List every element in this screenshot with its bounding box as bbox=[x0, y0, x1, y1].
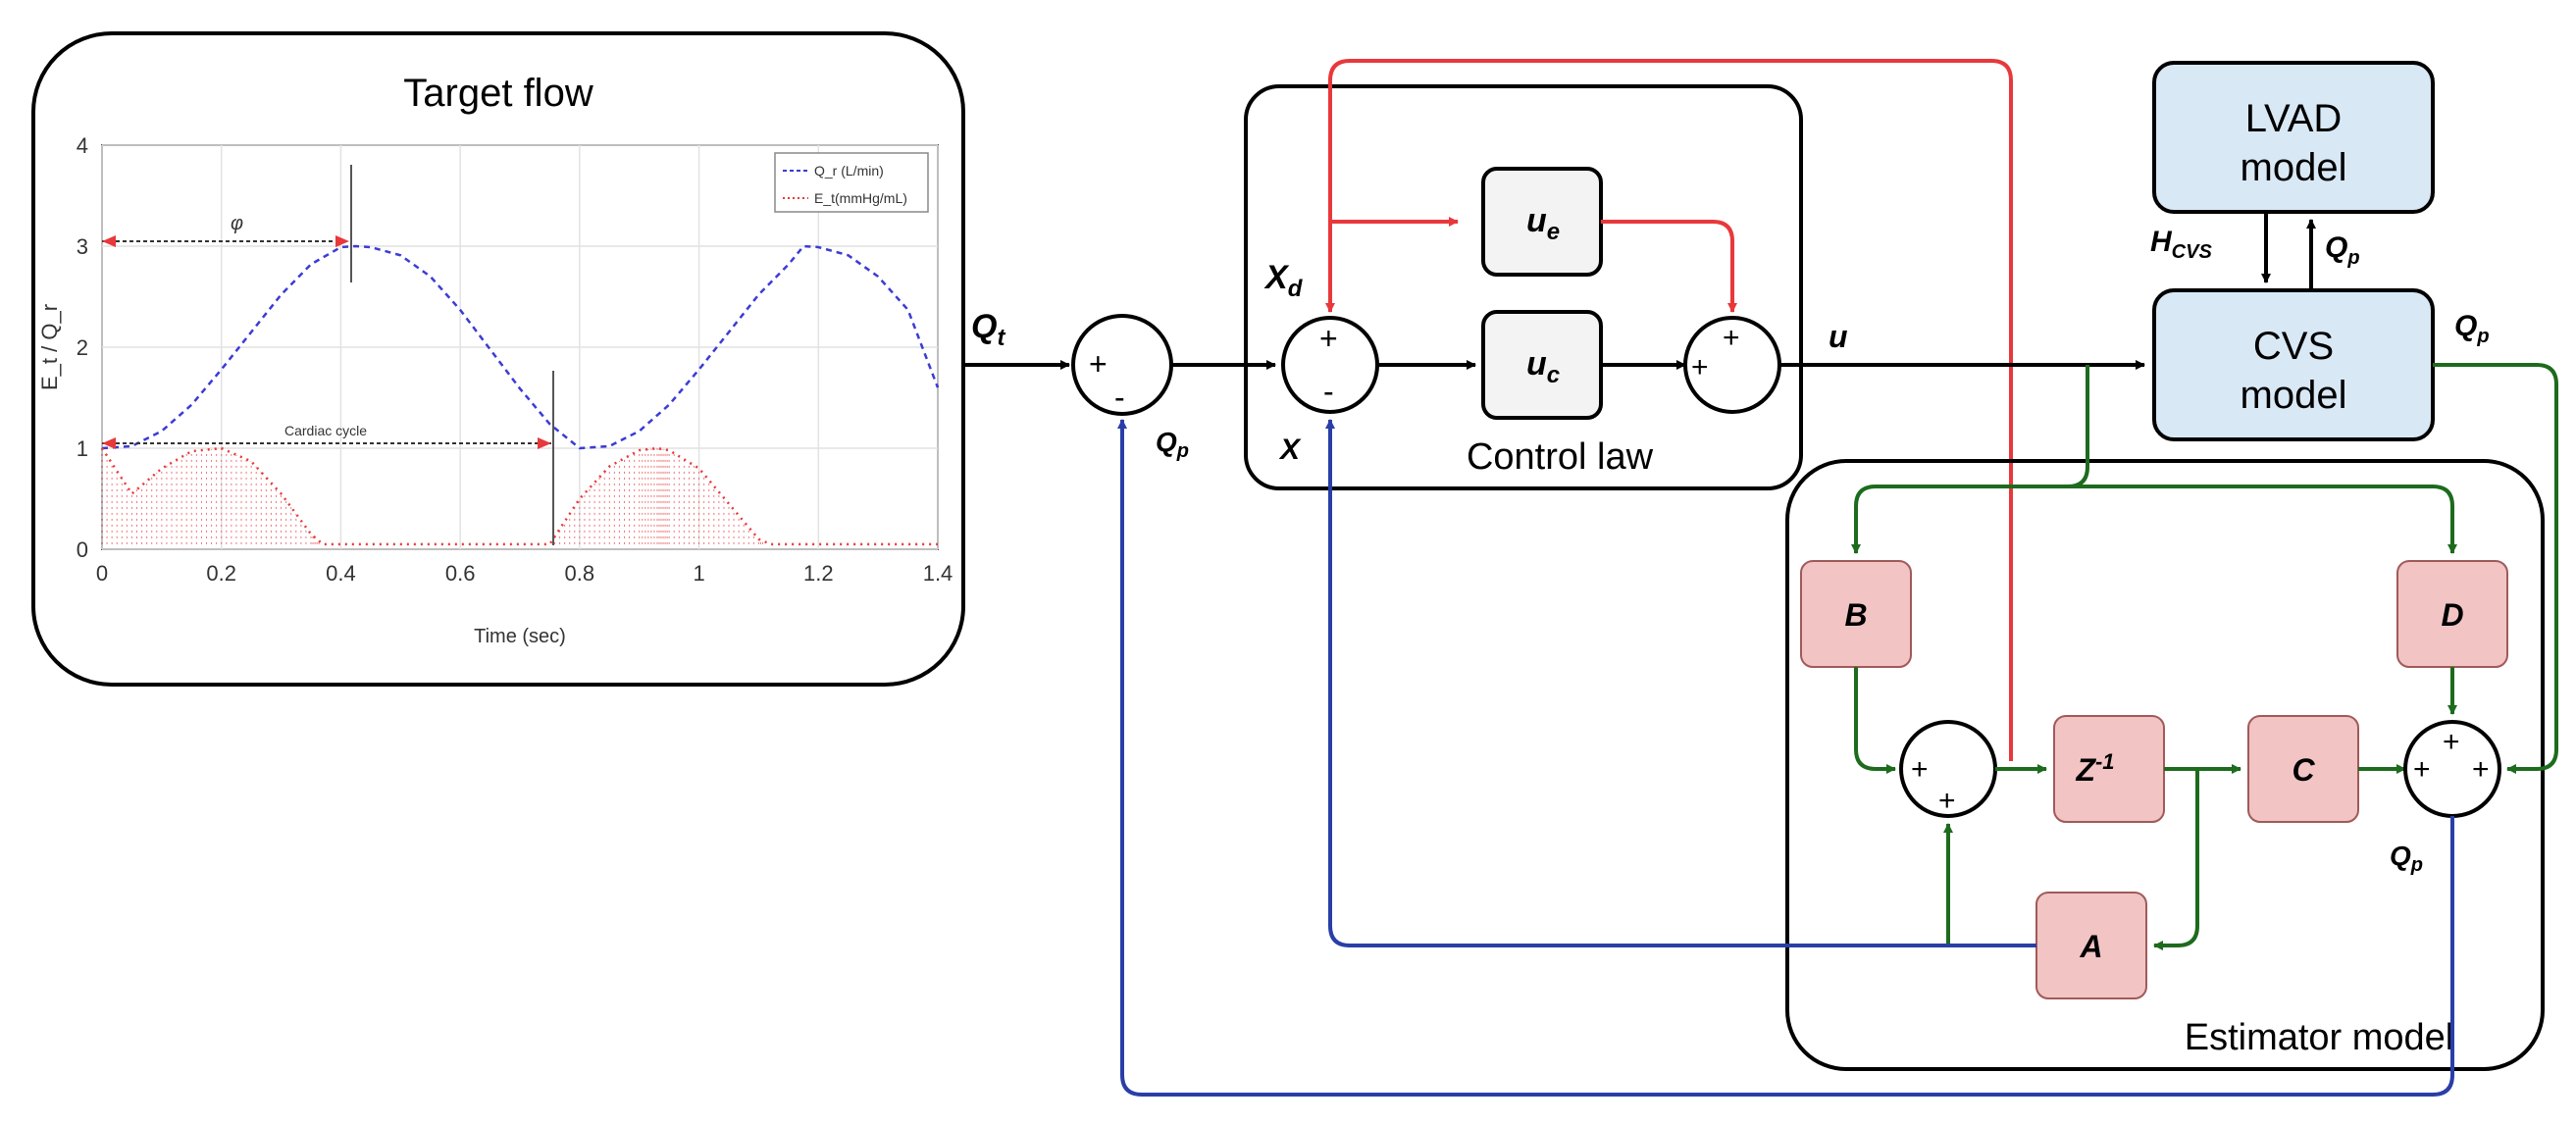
estimator-group: Estimator model B D + + Z-1 C + + + Qp bbox=[1785, 365, 2545, 1071]
x-tick-label: 1.2 bbox=[803, 561, 834, 586]
x-tick-label: 0.2 bbox=[206, 561, 236, 586]
sum5-plus-left: + bbox=[2413, 753, 2431, 786]
sum1-qp-label: Qp bbox=[1156, 427, 1189, 462]
block-a: A bbox=[2079, 929, 2102, 964]
lvad-label-line2: model bbox=[2241, 146, 2347, 189]
sum-junction-1: + - Qp bbox=[1071, 314, 1189, 462]
x-tick-label: 1.4 bbox=[923, 561, 953, 586]
x-feedback-path bbox=[1325, 419, 2036, 947]
lvad-block: LVAD model bbox=[2152, 61, 2435, 214]
estimator-label: Estimator model bbox=[2185, 1017, 2454, 1058]
qt-input-path: Qt bbox=[963, 308, 1070, 370]
x-tick-label: 0.6 bbox=[445, 561, 476, 586]
sum5-plus-top: + bbox=[2443, 726, 2460, 758]
sum4-plus-left: + bbox=[1911, 753, 1929, 786]
sum4-plus-bottom: + bbox=[1938, 785, 1956, 817]
cvs-qp-path bbox=[2433, 363, 2558, 774]
block-ue: ue bbox=[1526, 202, 1560, 245]
x-tick-label: 0.4 bbox=[326, 561, 356, 586]
target-flow-title: Target flow bbox=[403, 72, 593, 115]
plot-series bbox=[100, 244, 940, 546]
sum3-plus-top: + bbox=[1723, 322, 1740, 354]
control-law-group: Control law + - Xd X ue uc + + bbox=[1244, 84, 1803, 490]
phi-annotation: φ bbox=[102, 165, 352, 282]
sum2-minus: - bbox=[1323, 374, 1334, 409]
block-uc: uc bbox=[1526, 345, 1560, 388]
plot-ylabel: E_t / Q_r bbox=[37, 304, 62, 390]
flow-plot: 0 1 2 3 4 0 0.2 0.4 0.6 0.8 1 1.2 1.4 φ Cardiac cycl… bbox=[37, 133, 953, 647]
block-b: B bbox=[1844, 597, 1867, 633]
u-signal-path: u bbox=[1779, 319, 2145, 370]
label-qt: Qt bbox=[971, 308, 1005, 351]
legend-et: E_t(mmHg/mL) bbox=[814, 190, 907, 206]
xd-feed-path bbox=[1325, 59, 2013, 761]
sum5-plus-right: + bbox=[2472, 753, 2490, 786]
block-d: D bbox=[2441, 597, 2463, 633]
qp-feedback-path bbox=[1117, 419, 2454, 1097]
sum2-plus: + bbox=[1319, 321, 1338, 356]
cardiac-cycle-annotation: Cardiac cycle bbox=[102, 371, 554, 545]
block-z-inv: Z-1 bbox=[2075, 749, 2114, 788]
plot-grid bbox=[101, 144, 939, 550]
target-flow-panel: Target flow 0 1 2 3 4 0 0.2 0.4 0.6 0.8 1 1.2 1.4 φ … bbox=[31, 31, 965, 687]
block-c: C bbox=[2292, 752, 2315, 788]
y-tick-label: 0 bbox=[77, 537, 88, 562]
plot-xlabel: Time (sec) bbox=[474, 626, 566, 647]
label-u: u bbox=[1829, 319, 1848, 354]
legend-qr: Q_r (L/min) bbox=[814, 163, 884, 179]
label-qp-cvs: Qp bbox=[2454, 310, 2490, 347]
label-xd: Xd bbox=[1263, 259, 1304, 302]
plot-ticks: 0 1 2 3 4 0 0.2 0.4 0.6 0.8 1 1.2 1.4 bbox=[77, 133, 953, 586]
cvs-block: CVS model bbox=[2152, 288, 2435, 441]
phi-label: φ bbox=[231, 213, 243, 234]
plot-legend: Q_r (L/min) E_t(mmHg/mL) bbox=[774, 152, 929, 213]
label-qp-est: Qp bbox=[2390, 841, 2423, 876]
sum3-plus-left: + bbox=[1691, 351, 1709, 383]
cvs-label-line1: CVS bbox=[2253, 325, 2334, 368]
lvad-label-line1: LVAD bbox=[2245, 97, 2343, 140]
label-hcvs: HCVS bbox=[2150, 226, 2212, 263]
x-tick-label: 1 bbox=[693, 561, 704, 586]
control-law-label: Control law bbox=[1467, 436, 1654, 478]
cardiac-cycle-label: Cardiac cycle bbox=[284, 423, 367, 438]
label-x: X bbox=[1278, 434, 1302, 466]
y-tick-label: 2 bbox=[77, 335, 88, 360]
y-tick-label: 1 bbox=[77, 436, 88, 461]
cvs-label-line2: model bbox=[2241, 374, 2347, 417]
y-tick-label: 4 bbox=[77, 133, 88, 158]
x-tick-label: 0.8 bbox=[565, 561, 595, 586]
x-tick-label: 0 bbox=[96, 561, 108, 586]
series-qr-line bbox=[101, 244, 940, 450]
sum1-minus: - bbox=[1114, 380, 1125, 415]
label-qp-lvad: Qp bbox=[2325, 231, 2360, 269]
y-tick-label: 3 bbox=[77, 234, 88, 259]
sum1-plus: + bbox=[1089, 346, 1108, 382]
